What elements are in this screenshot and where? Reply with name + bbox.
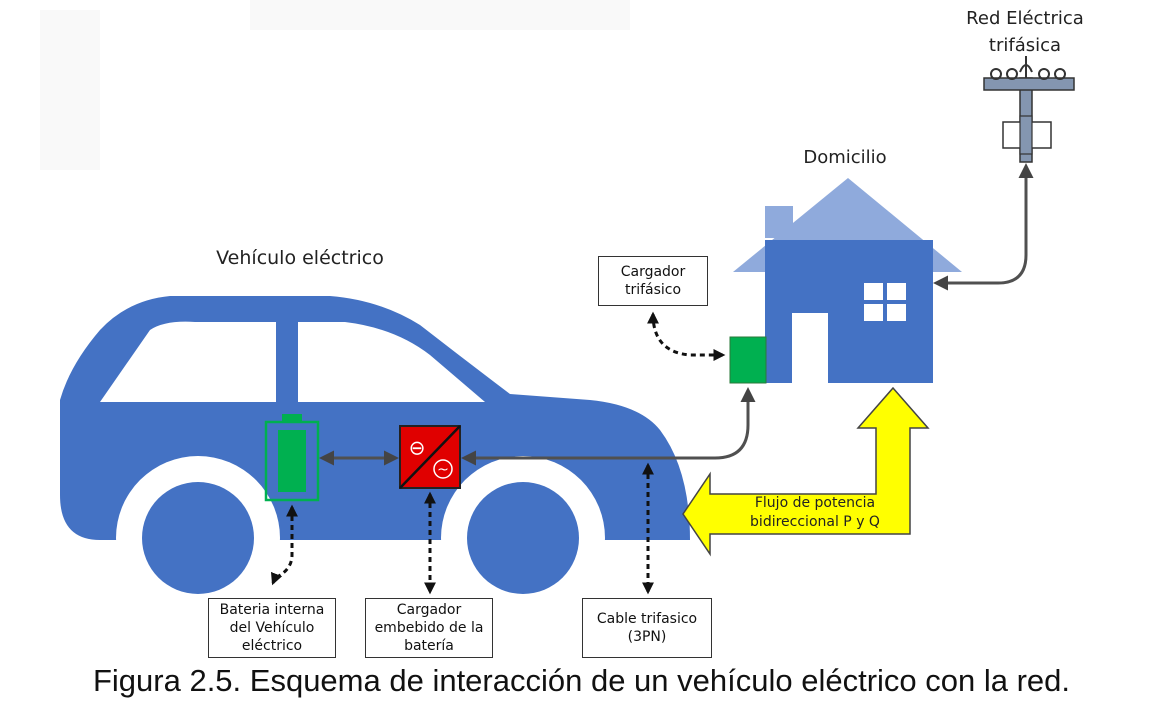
battery-box: Bateria interna del Vehículo eléctrico <box>208 598 336 658</box>
callout-battery <box>270 504 298 586</box>
car-wheel-front <box>142 482 254 594</box>
home-label: Domicilio <box>803 147 887 168</box>
car-wheel-rear <box>467 482 579 594</box>
house-window <box>864 283 906 321</box>
vehicle-label: Vehículo eléctrico <box>216 247 384 269</box>
bidirectional-flow-arrow <box>682 386 930 557</box>
wall-charger <box>729 336 767 384</box>
converter-icon: ⊖ ~ <box>399 425 461 489</box>
cable-box: Cable trifasico (3PN) <box>582 598 712 658</box>
battery-icon <box>264 414 320 502</box>
house-chimney <box>765 206 793 238</box>
embedded-charger-box: Cargador embebido de la batería <box>365 598 493 658</box>
grid-label-line2: trifásica <box>988 35 1062 56</box>
callout-charger <box>647 311 726 361</box>
flow-label: Flujo de potencia bidireccional P y Q <box>750 495 880 530</box>
callout-arrows <box>270 311 726 595</box>
house <box>733 178 962 383</box>
electric-car <box>60 296 690 620</box>
car-window-rear <box>298 322 485 402</box>
utility-pole-icon <box>983 56 1075 163</box>
dc-symbol: ⊖ <box>409 436 426 460</box>
figure-caption: Figura 2.5. Esquema de interacción de un… <box>92 663 1071 698</box>
charger-3ph-box: Cargador trifásico <box>598 256 708 306</box>
house-door <box>792 313 828 383</box>
power-cable <box>461 387 756 466</box>
ac-symbol: ~ <box>437 462 449 478</box>
house-walls <box>765 240 933 383</box>
car-window-front <box>100 321 276 402</box>
background-watermark <box>40 0 630 170</box>
grid-house-link <box>933 163 1034 291</box>
grid-label-line1: Red Eléctrica <box>966 8 1084 29</box>
